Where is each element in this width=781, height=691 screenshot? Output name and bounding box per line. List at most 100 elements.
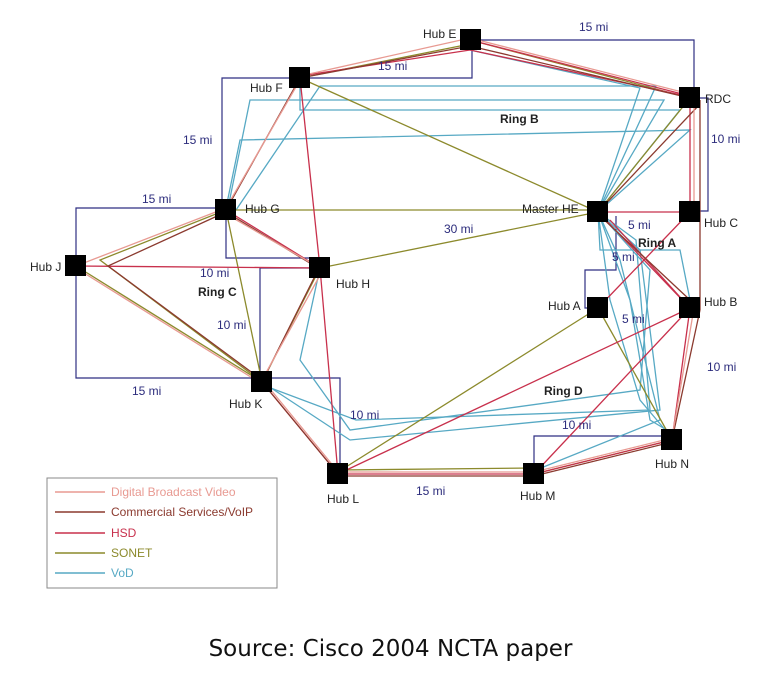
distance-j-g: 15 mi — [142, 192, 171, 206]
voip-link — [299, 45, 691, 99]
hsd-link — [337, 307, 691, 475]
sonet-links — [75, 39, 691, 475]
sonet-link — [337, 467, 535, 471]
hub-k-label: Hub K — [229, 397, 262, 411]
legend-label-hsd: HSD — [111, 526, 137, 540]
hsd-link — [299, 49, 687, 97]
vod-link — [259, 211, 651, 421]
ring-b-label: Ring B — [500, 112, 539, 126]
dbv-link — [261, 267, 325, 381]
hub-h-label: Hub H — [336, 277, 370, 291]
route-j-k — [75, 266, 262, 379]
hsd-links — [75, 39, 691, 475]
hsd-link — [75, 265, 321, 269]
distance-a-b: 5 mi — [622, 312, 645, 326]
rdc-label: RDC — [705, 92, 731, 106]
hub-c-node — [679, 201, 700, 222]
vod-link — [227, 99, 666, 213]
rdc-node — [679, 87, 700, 108]
dbv-links — [75, 37, 695, 475]
hsd-link — [469, 39, 691, 97]
hsd-link — [609, 219, 691, 309]
hub-n-label: Hub N — [655, 457, 689, 471]
ring-labels: Ring A Ring B Ring C Ring D — [198, 112, 677, 398]
hsd-link — [299, 77, 321, 269]
voip-link — [106, 211, 263, 381]
hub-m-node — [523, 463, 544, 484]
voip-link — [597, 213, 691, 301]
hub-nodes — [65, 29, 700, 484]
dbv-link — [75, 267, 263, 385]
route-m-n — [533, 435, 672, 474]
vod-link — [597, 211, 673, 439]
distance-k-l: 10 mi — [350, 408, 379, 422]
hsd-link — [319, 267, 339, 475]
ring-d-label: Ring D — [544, 384, 583, 398]
distance-e-rdc: 15 mi — [579, 20, 608, 34]
distance-master-a: 5 mi — [612, 250, 635, 264]
hsd-link — [533, 439, 673, 475]
dbv-link — [469, 37, 691, 95]
distance-master-c: 5 mi — [628, 218, 651, 232]
route-rdc-c — [690, 97, 709, 212]
hub-c-label: Hub C — [704, 216, 738, 230]
route-k-l — [262, 377, 341, 474]
dbv-link — [299, 37, 471, 77]
ring-a-label: Ring A — [638, 236, 677, 250]
distance-g-k: 10 mi — [217, 318, 246, 332]
distance-m-n: 10 mi — [562, 418, 591, 432]
source-caption: Source: Cisco 2004 NCTA paper — [208, 636, 573, 662]
sonet-link — [319, 211, 599, 269]
hub-l-label: Hub L — [327, 492, 359, 506]
hub-e-node — [460, 29, 481, 50]
distance-b-n: 10 mi — [707, 360, 736, 374]
distance-f-e: 15 mi — [378, 59, 407, 73]
master-he-label: Master HE — [522, 202, 579, 216]
distance-j-h: 10 mi — [200, 266, 229, 280]
hub-a-label: Hub A — [548, 299, 581, 313]
sonet-link — [597, 307, 673, 441]
legend-label-dbv: Digital Broadcast Video — [111, 485, 236, 499]
route-e-rdc — [470, 39, 695, 100]
dbv-link — [265, 383, 341, 475]
sonet-link — [75, 265, 263, 383]
sonet-link — [225, 209, 263, 383]
legend-label-voip: Commercial Services/VoIP — [111, 505, 253, 519]
sonet-link — [98, 209, 263, 383]
vod-link — [535, 211, 661, 471]
dbv-link — [225, 213, 321, 269]
legend-label-vod: VoD — [111, 566, 134, 580]
distance-rdc-c: 10 mi — [711, 132, 740, 146]
hub-j-label: Hub J — [30, 260, 61, 274]
voip-link — [597, 103, 701, 213]
hub-h-node — [309, 257, 330, 278]
hub-b-label: Hub B — [704, 295, 737, 309]
route-f-g — [221, 77, 300, 208]
dbv-link — [533, 437, 673, 473]
voip-link — [533, 441, 673, 477]
voip-link — [671, 309, 701, 441]
dbv-link — [225, 79, 301, 209]
sonet-link — [337, 307, 599, 473]
route-j-g — [75, 207, 226, 266]
route-g-h — [225, 208, 320, 259]
hub-n-node — [661, 429, 682, 450]
hub-g-node — [215, 199, 236, 220]
sonet-link — [299, 77, 599, 213]
hsd-link — [533, 307, 691, 475]
legend: Digital Broadcast Video Commercial Servi… — [46, 477, 278, 589]
ring-c-label: Ring C — [198, 285, 237, 299]
legend-label-sonet: SONET — [111, 546, 153, 560]
hsd-link — [597, 211, 691, 309]
distance-j-k: 15 mi — [132, 384, 161, 398]
hub-a-node — [587, 297, 608, 318]
hub-m-label: Hub M — [520, 489, 555, 503]
distance-l-m: 15 mi — [416, 484, 445, 498]
hub-e-label: Hub E — [423, 27, 456, 41]
voip-link — [261, 381, 339, 475]
sonet-link — [597, 97, 691, 213]
distance-f-g: 15 mi — [183, 133, 212, 147]
hub-k-node — [251, 371, 272, 392]
vod-link — [225, 129, 692, 213]
hub-labels: Hub E Hub F RDC Hub G Master HE Hub C Hu… — [30, 27, 738, 506]
